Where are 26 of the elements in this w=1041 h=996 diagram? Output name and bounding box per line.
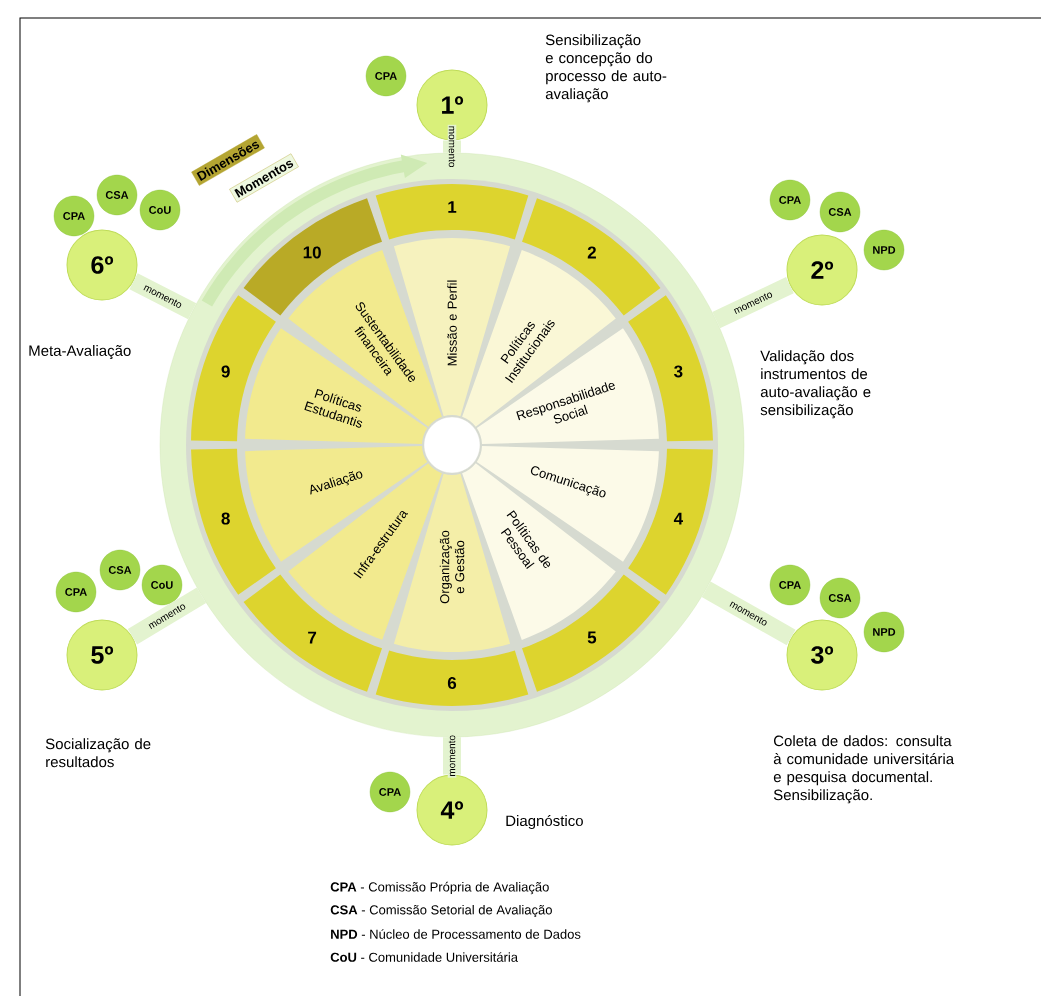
node-label: 1 xyxy=(448,201,457,213)
node-label: 9 xyxy=(221,365,230,378)
node-label: 6 xyxy=(447,676,457,690)
node-label: 10 xyxy=(303,246,321,259)
edge-label: momento xyxy=(447,734,457,778)
caption-text: Sensibilização e concepção do processo de auto-avaliação xyxy=(545,34,667,103)
caption-text: Validação dos instrumentos de auto-avaliação e sensibilização xyxy=(760,350,871,419)
connector-band xyxy=(129,273,197,320)
caption-text: Diagnóstico xyxy=(506,814,583,830)
caption-text: Socialização de resultados xyxy=(45,738,151,768)
connector-band xyxy=(127,587,207,645)
legend-text: CSA - Comissão Setorial de Avaliação xyxy=(330,904,552,918)
node-label: 7 xyxy=(308,631,317,644)
legend-text: CPA - Comissão Própria de Avaliação xyxy=(330,881,549,895)
node-label: 8 xyxy=(221,512,230,525)
node-label: 3 xyxy=(674,365,683,378)
node-label: 4 xyxy=(673,512,683,525)
caption-text: Meta-Avaliação xyxy=(29,344,131,359)
caption-text: Coleta de dados: consulta à comunidade universitária e pesquisa documental. Sensibilização. xyxy=(773,735,955,804)
node-label: 5 xyxy=(587,631,597,644)
connector-band xyxy=(443,737,461,775)
connector-band xyxy=(712,277,794,329)
connector-band xyxy=(701,581,796,646)
edge-label: momento xyxy=(447,124,457,169)
legend-text: NPD - Núcleo de Processamento de Dados xyxy=(331,929,581,939)
legend-text: CoU - Comunidade Universitária xyxy=(330,952,518,962)
